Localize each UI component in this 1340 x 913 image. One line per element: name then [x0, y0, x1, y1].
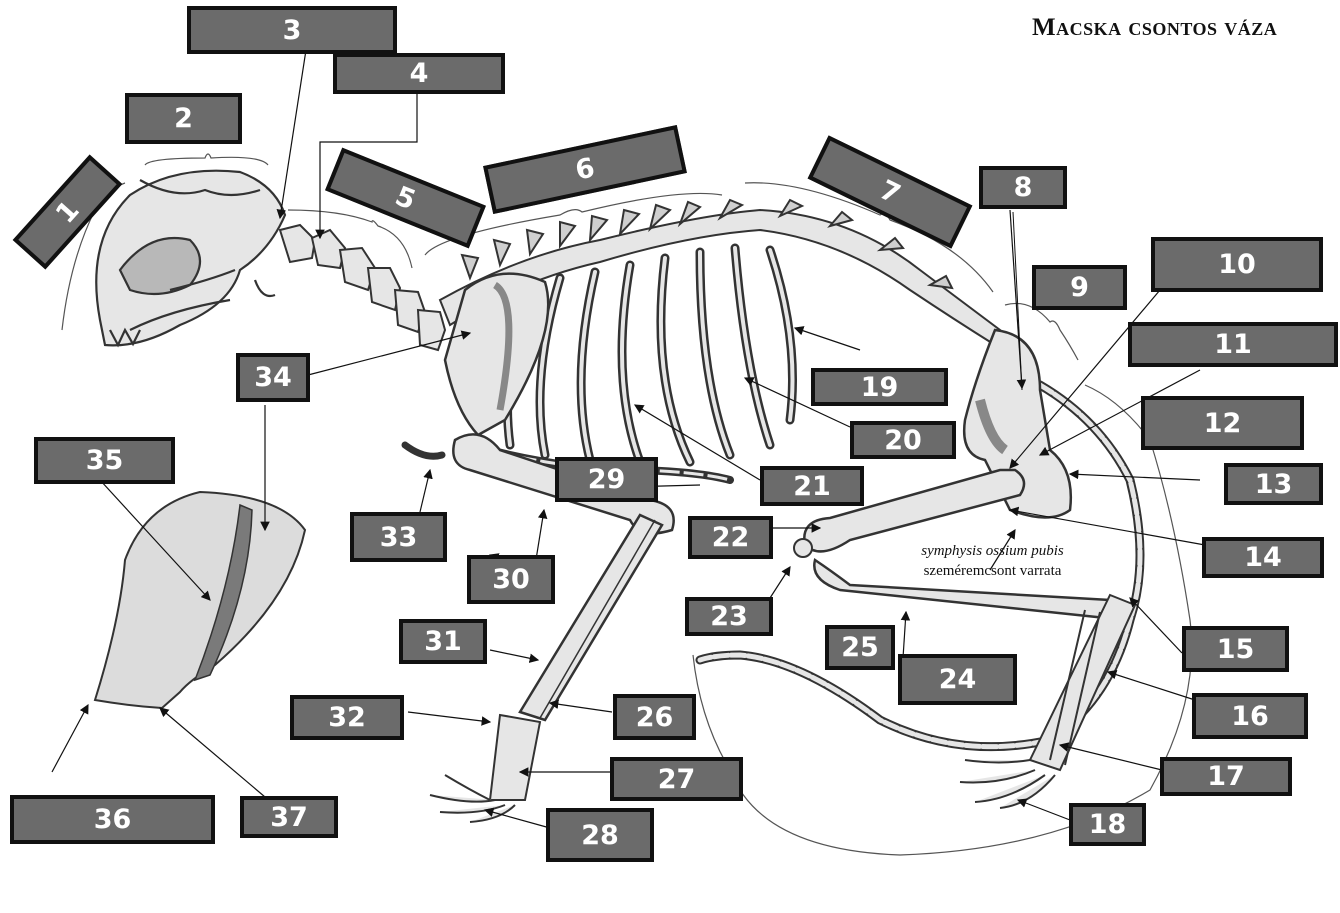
label-box-4[interactable]: 4	[333, 53, 505, 94]
label-box-37[interactable]: 37	[240, 796, 338, 838]
symphysis-note: symphysis ossium pubis szeméremcsont var…	[905, 541, 1080, 581]
scapula	[443, 272, 550, 437]
label-box-9[interactable]: 9	[1032, 265, 1127, 310]
label-box-3[interactable]: 3	[187, 6, 397, 54]
clavicle	[401, 441, 446, 460]
symphysis-hungarian: szeméremcsont varrata	[923, 563, 1062, 579]
label-box-34[interactable]: 34	[236, 353, 310, 402]
label-box-17[interactable]: 17	[1160, 757, 1292, 796]
label-box-35[interactable]: 35	[34, 437, 175, 484]
label-box-16[interactable]: 16	[1192, 693, 1308, 739]
label-box-19[interactable]: 19	[811, 368, 948, 406]
label-box-31[interactable]: 31	[399, 619, 487, 664]
front-paw	[429, 713, 542, 823]
cervical-vertebrae	[278, 223, 447, 352]
label-box-27[interactable]: 27	[610, 757, 743, 801]
label-box-28[interactable]: 28	[546, 808, 654, 862]
label-box-33[interactable]: 33	[350, 512, 447, 562]
patella	[793, 538, 813, 558]
label-box-2[interactable]: 2	[125, 93, 242, 144]
label-box-23[interactable]: 23	[685, 597, 773, 636]
label-box-12[interactable]: 12	[1141, 396, 1304, 450]
diagram-title: Macska csontos váza	[1032, 14, 1278, 41]
label-box-24[interactable]: 24	[898, 654, 1017, 705]
symphysis-latin: symphysis ossium pubis	[921, 543, 1064, 559]
femur	[803, 468, 1026, 553]
label-box-25[interactable]: 25	[825, 625, 895, 670]
label-box-36[interactable]: 36	[10, 795, 215, 844]
label-box-21[interactable]: 21	[760, 466, 864, 506]
label-box-13[interactable]: 13	[1224, 463, 1323, 505]
label-box-29[interactable]: 29	[555, 457, 658, 502]
label-box-32[interactable]: 32	[290, 695, 404, 740]
label-box-10[interactable]: 10	[1151, 237, 1323, 292]
label-box-20[interactable]: 20	[850, 421, 956, 459]
skull	[95, 169, 287, 348]
label-box-11[interactable]: 11	[1128, 322, 1338, 367]
label-box-14[interactable]: 14	[1202, 537, 1324, 578]
label-box-26[interactable]: 26	[613, 694, 696, 740]
hind-foot	[959, 593, 1137, 809]
label-box-15[interactable]: 15	[1182, 626, 1289, 672]
label-box-18[interactable]: 18	[1069, 803, 1146, 846]
label-box-22[interactable]: 22	[688, 516, 773, 559]
label-box-8[interactable]: 8	[979, 166, 1067, 209]
scapula-detail	[93, 490, 307, 710]
label-box-30[interactable]: 30	[467, 555, 555, 604]
spine	[438, 198, 1002, 347]
